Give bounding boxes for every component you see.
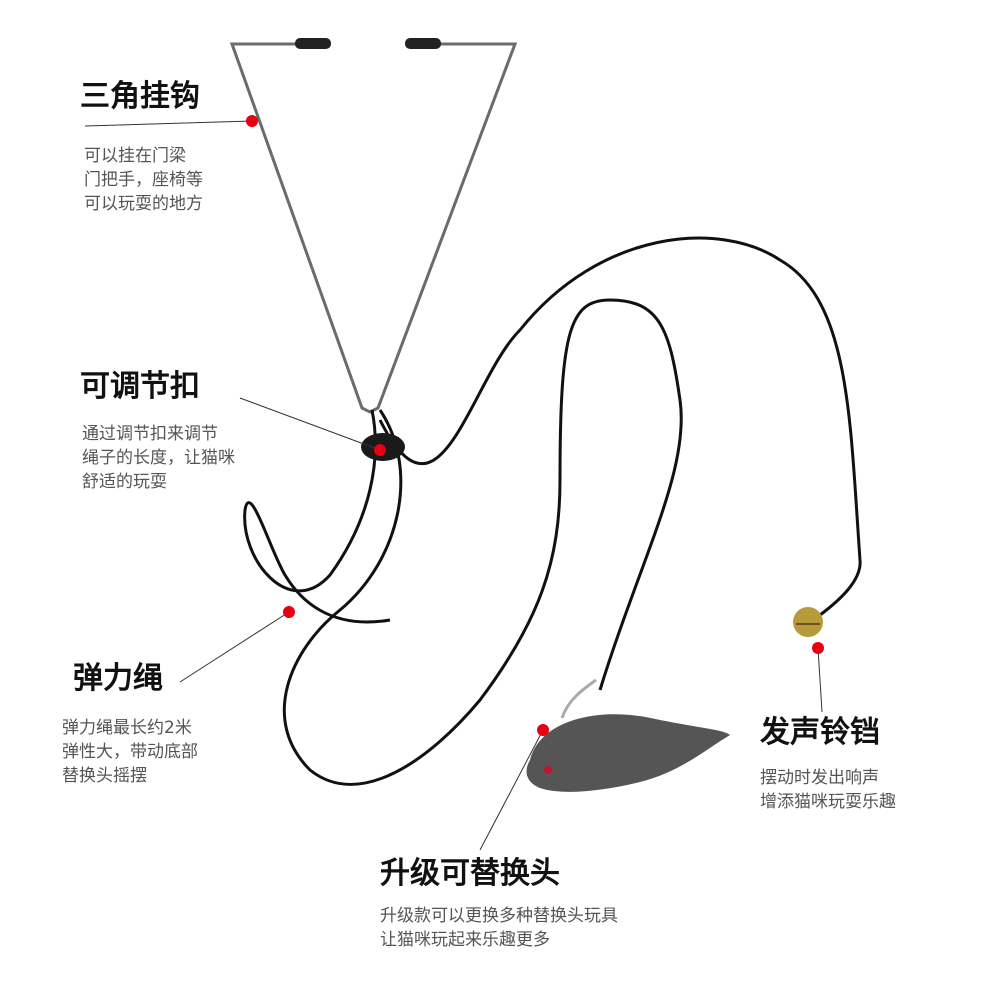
- cord-loop-left: [243, 409, 391, 624]
- desc-bell: 摆动时发出响声 增添猫咪玩耍乐趣: [760, 766, 896, 814]
- desc-line: 通过调节扣来调节: [82, 424, 218, 444]
- hook-tip-right: [405, 38, 441, 49]
- title-adjustable-buckle: 可调节扣: [80, 369, 200, 404]
- title-elastic-cord: 弹力绳: [73, 661, 163, 696]
- cord-main: [282, 298, 683, 786]
- desc-line: 门把手，座椅等: [84, 170, 203, 190]
- desc-triangle-hook: 可以挂在门梁 门把手，座椅等 可以玩耍的地方: [84, 144, 203, 216]
- marker-buckle: [374, 444, 386, 456]
- desc-line: 弹性大，带动底部: [62, 742, 198, 762]
- mouse-eye: [544, 766, 552, 774]
- clip-hook: [560, 678, 597, 719]
- pointer-line-head: [479, 729, 544, 851]
- desc-line: 可以玩耍的地方: [84, 194, 203, 214]
- title-replacement-head: 升级可替换头: [380, 856, 560, 891]
- desc-line: 让猫咪玩起来乐趣更多: [380, 930, 550, 950]
- desc-line: 升级款可以更换多种替换头玩具: [380, 906, 618, 926]
- desc-line: 弹力绳最长约2米: [62, 718, 192, 738]
- pointer-line-cord: [179, 611, 290, 683]
- title-bell: 发声铃铛: [760, 715, 880, 750]
- desc-line: 可以挂在门梁: [84, 146, 186, 166]
- cord-long-right: [378, 236, 862, 617]
- desc-line: 舒适的玩耍: [82, 472, 167, 492]
- desc-elastic-cord: 弹力绳最长约2米 弹性大，带动底部 替换头摇摆: [62, 716, 198, 788]
- desc-adjustable-buckle: 通过调节扣来调节 绳子的长度，让猫咪 舒适的玩耍: [82, 422, 235, 494]
- mouse-fur: [526, 714, 730, 792]
- desc-line: 增添猫咪玩耍乐趣: [760, 792, 896, 812]
- marker-hook: [246, 115, 258, 127]
- title-triangle-hook: 三角挂钩: [80, 79, 200, 114]
- marker-cord: [283, 606, 295, 618]
- pointer-line-bell: [817, 647, 823, 713]
- desc-line: 摆动时发出响声: [760, 768, 879, 788]
- hook-tip-left: [295, 38, 331, 49]
- marker-bell: [812, 642, 824, 654]
- bell: [793, 607, 823, 637]
- desc-line: 替换头摇摆: [62, 766, 147, 786]
- pointer-line-buckle: [239, 397, 381, 451]
- marker-head: [537, 724, 549, 736]
- desc-replacement-head: 升级款可以更换多种替换头玩具 让猫咪玩起来乐趣更多: [380, 904, 618, 952]
- desc-line: 绳子的长度，让猫咪: [82, 448, 235, 468]
- triangle-hook: [229, 42, 518, 414]
- pointer-line-hook: [84, 120, 253, 127]
